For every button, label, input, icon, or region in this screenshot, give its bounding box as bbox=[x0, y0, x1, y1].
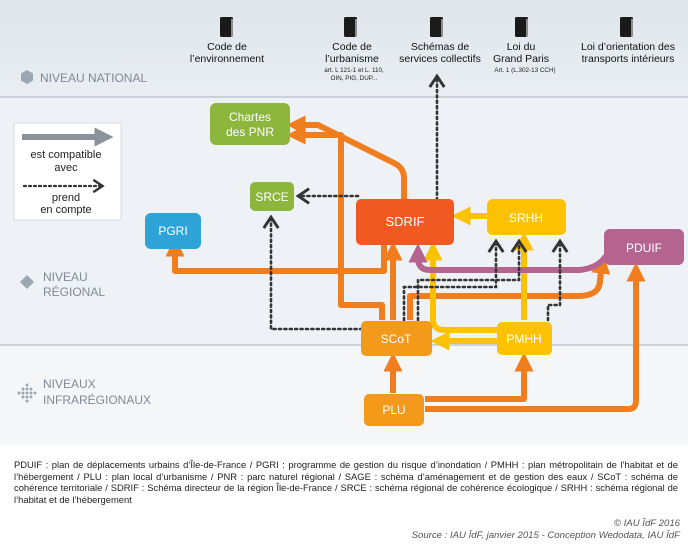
node-srhh-label: SRHH bbox=[509, 211, 543, 225]
node-plu: PLU bbox=[364, 394, 424, 426]
arrow-pmhh-sdrif bbox=[423, 241, 497, 333]
arrow-scot-chartes bbox=[286, 125, 385, 320]
arrow-scot-pduif bbox=[407, 254, 611, 320]
doc-code-urbanisme-note: art. L 121-1 et L. 110,OIN, PIG, DUP... bbox=[324, 67, 384, 82]
node-srce-label: SRCE bbox=[255, 190, 288, 204]
node-pduif: PDUIF bbox=[604, 229, 684, 265]
level-infra-label: NIVEAUX bbox=[43, 377, 96, 391]
diamond-icon bbox=[20, 275, 34, 289]
doc-loi-grand-paris-note: Art. 1 (L.302-13 CCH) bbox=[494, 67, 555, 74]
book-icon bbox=[620, 17, 633, 37]
node-sdrif-label: SDRIF bbox=[386, 214, 425, 229]
node-pgri: PGRI bbox=[145, 213, 201, 249]
book-icon bbox=[515, 17, 528, 37]
level-national-label: NIVEAU NATIONAL bbox=[40, 71, 147, 85]
node-sdrif: SDRIF bbox=[356, 199, 454, 245]
hexagon-icon bbox=[21, 70, 33, 84]
level-infra-label-2: INFRARÉGIONAUX bbox=[43, 392, 151, 407]
credit: © IAU ÎdF 2016 Source : IAU ÎdF, janvier… bbox=[412, 518, 680, 542]
arrow-plu-pduif bbox=[425, 262, 646, 412]
dotted-pmhh-srhh bbox=[546, 238, 569, 322]
node-plu-label: PLU bbox=[382, 403, 405, 417]
glossary: PDUIF : plan de déplacements urbains d’Î… bbox=[14, 459, 678, 505]
arrow-sdrif-chartes bbox=[286, 115, 407, 200]
node-pmhh: PMHH bbox=[497, 322, 552, 355]
credit-copyright: © IAU ÎdF 2016 bbox=[613, 518, 680, 529]
arrow-pduif-sdrif bbox=[408, 243, 609, 273]
node-scot-label: SCoT bbox=[381, 332, 412, 346]
dotted-scot-srce bbox=[262, 214, 364, 331]
level-regional-label-2: RÉGIONAL bbox=[43, 284, 105, 299]
node-pmhh-label: PMHH bbox=[506, 332, 541, 346]
node-pduif-label: PDUIF bbox=[626, 241, 662, 255]
level-regional-label: NIVEAU bbox=[43, 270, 88, 284]
node-srhh: SRHH bbox=[487, 199, 566, 235]
node-scot: SCoT bbox=[361, 321, 432, 356]
book-icon bbox=[220, 17, 233, 37]
dotted-scot-srhh bbox=[402, 238, 505, 322]
dotted-diamond-icon bbox=[17, 383, 37, 403]
band-infra bbox=[0, 345, 688, 445]
credit-source: Source : IAU ÎdF, janvier 2015 - Concept… bbox=[411, 530, 680, 541]
node-pgri-label: PGRI bbox=[158, 224, 187, 238]
dotted-scot-sdrif-srhh bbox=[416, 238, 528, 322]
book-icon bbox=[344, 17, 357, 37]
arrow-plu-pmhh bbox=[425, 352, 534, 402]
node-srce: SRCE bbox=[250, 182, 294, 211]
book-icon bbox=[430, 17, 443, 37]
band-national bbox=[0, 0, 688, 97]
